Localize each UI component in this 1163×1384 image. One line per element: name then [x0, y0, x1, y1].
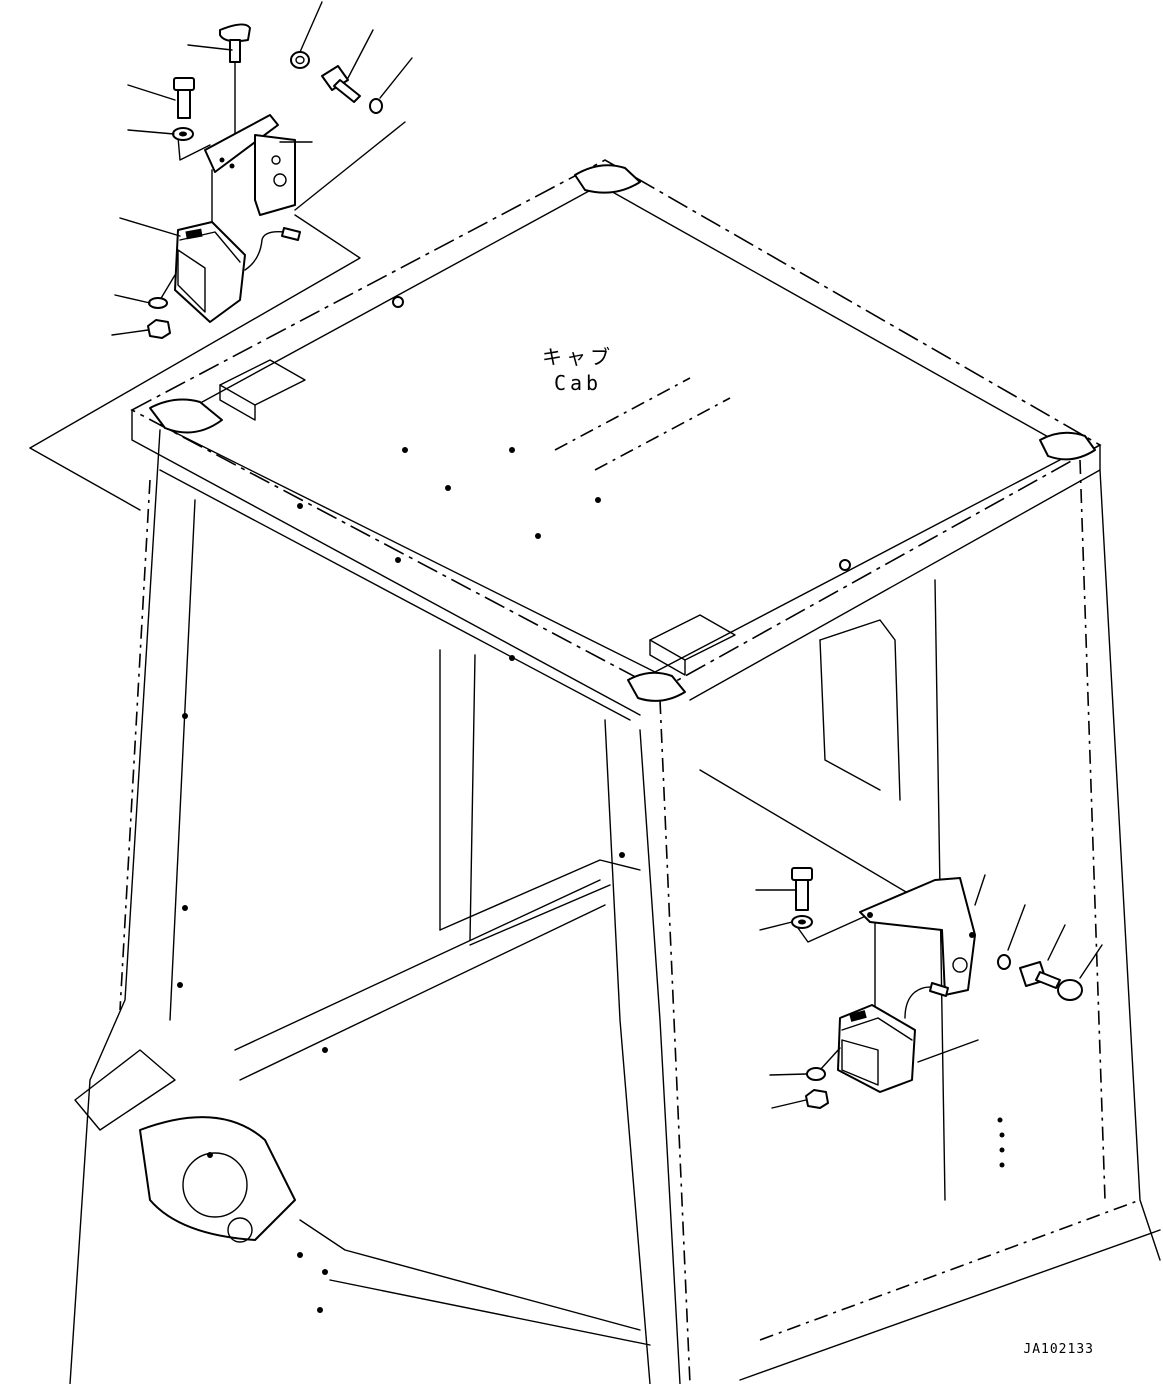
cab-roof	[130, 159, 1102, 721]
cab-label: キャブ Cab	[542, 345, 614, 395]
drawing-number: JA102133	[1023, 1342, 1094, 1357]
cab-frame	[69, 429, 1161, 1384]
cab-label-en: Cab	[554, 371, 602, 395]
cab-label-jp: キャブ	[542, 345, 614, 369]
upper-lamp-assembly	[29, 1, 413, 511]
lower-lamp-assembly	[699, 769, 1103, 1109]
